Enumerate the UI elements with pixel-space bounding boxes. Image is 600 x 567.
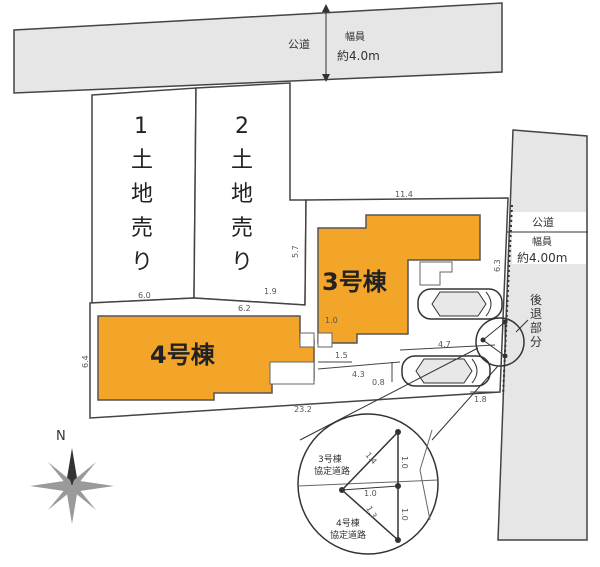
right-road-width-label: 幅員	[532, 235, 552, 248]
dim-6-3: 6.3	[493, 259, 502, 272]
dim-6-4: 6.4	[81, 355, 90, 368]
setback-point-b	[502, 319, 508, 325]
building-4-entry	[299, 332, 315, 348]
setback-dotted-line	[502, 204, 513, 396]
compass-icon	[30, 448, 114, 524]
dim-23-2: 23.2	[294, 405, 312, 414]
car-4-icon	[401, 355, 491, 387]
right-road-width-value: 約4.00m	[517, 250, 567, 265]
inset-dim-1-0c: 1.0	[400, 508, 409, 521]
dim-1-8: 1.8	[474, 395, 487, 404]
inset-road4-label-1: 4号棟	[336, 517, 360, 529]
setback-point-a	[480, 337, 486, 343]
dim-line-4-7	[399, 344, 496, 351]
right-road-name: 公道	[532, 215, 554, 229]
car-3-icon	[417, 288, 503, 320]
inset-lot-edge	[419, 429, 433, 521]
inset-point-c	[395, 537, 401, 543]
lot-1-number: 1	[134, 114, 148, 139]
inset-road3-label-2: 協定道路	[314, 465, 350, 477]
inset-connector-right	[431, 365, 499, 441]
lot-2-number: 2	[235, 114, 249, 139]
setback-point-c	[502, 353, 508, 359]
inset-point-b	[395, 429, 401, 435]
setback-leader-line	[515, 319, 529, 333]
lot-2-char-1: 土	[231, 148, 253, 173]
lot-1-char-1: 土	[131, 148, 153, 173]
inset-dim-1-0b: 1.0	[364, 489, 377, 498]
dim-4-7: 4.7	[438, 340, 451, 349]
building-3	[317, 214, 481, 344]
right-road	[497, 129, 588, 541]
compass-north-label: N	[56, 429, 66, 444]
dim-4-3: 4.3	[352, 370, 365, 379]
inset-boundary-line	[297, 479, 439, 487]
dim-6-2: 6.2	[238, 304, 251, 313]
building-4-label: 4号棟	[150, 341, 216, 369]
lot-1-char-3: 売	[131, 216, 153, 241]
dim-0-8: 0.8	[372, 378, 385, 387]
lot-2-char-2: 地	[231, 182, 253, 207]
building-3-stair	[419, 261, 453, 286]
lot-1-char-4: り	[131, 250, 153, 275]
inset-road4-label-2: 協定道路	[330, 529, 366, 541]
dim-1-9: 1.9	[264, 287, 277, 296]
inset-road3-label-1: 3号棟	[318, 453, 342, 465]
building-3-entry	[317, 332, 333, 348]
setback-detail-circle	[475, 317, 525, 367]
inset-dim-1-0a: 1.0	[400, 456, 409, 469]
lot-1-char-2: 地	[131, 182, 153, 207]
building-3-label: 3号棟	[322, 268, 388, 296]
inset-circle	[297, 413, 439, 555]
dim-line-4-3	[317, 361, 401, 370]
inset-inner-line	[341, 485, 399, 491]
lot-2-char-4: り	[231, 250, 253, 275]
dim-1-0: 1.0	[325, 316, 338, 325]
top-road-arrow-up	[322, 4, 330, 12]
dim-11-4: 11.4	[395, 190, 413, 199]
inset-point-d	[395, 483, 401, 489]
setback-char-1: 後	[530, 293, 542, 307]
right-road-label-bg	[512, 212, 586, 264]
top-road-arrow-down	[322, 74, 330, 82]
dim-5-7: 5.7	[291, 245, 300, 258]
top-road-width-value: 約4.0m	[337, 48, 380, 63]
dim-1-5: 1.5	[335, 351, 348, 360]
setback-char-4: 分	[530, 335, 542, 349]
setback-char-3: 部	[530, 320, 542, 335]
top-road-name: 公道	[288, 37, 310, 51]
top-road	[13, 2, 503, 94]
setback-char-2: 退	[530, 307, 542, 321]
top-road-width-label: 幅員	[345, 30, 365, 43]
dim-6-0: 6.0	[138, 291, 151, 300]
building-4-porch	[269, 361, 315, 385]
inset-point-a	[339, 487, 345, 493]
setback-triangle-small	[482, 320, 506, 357]
lot-2-char-3: 売	[231, 216, 253, 241]
